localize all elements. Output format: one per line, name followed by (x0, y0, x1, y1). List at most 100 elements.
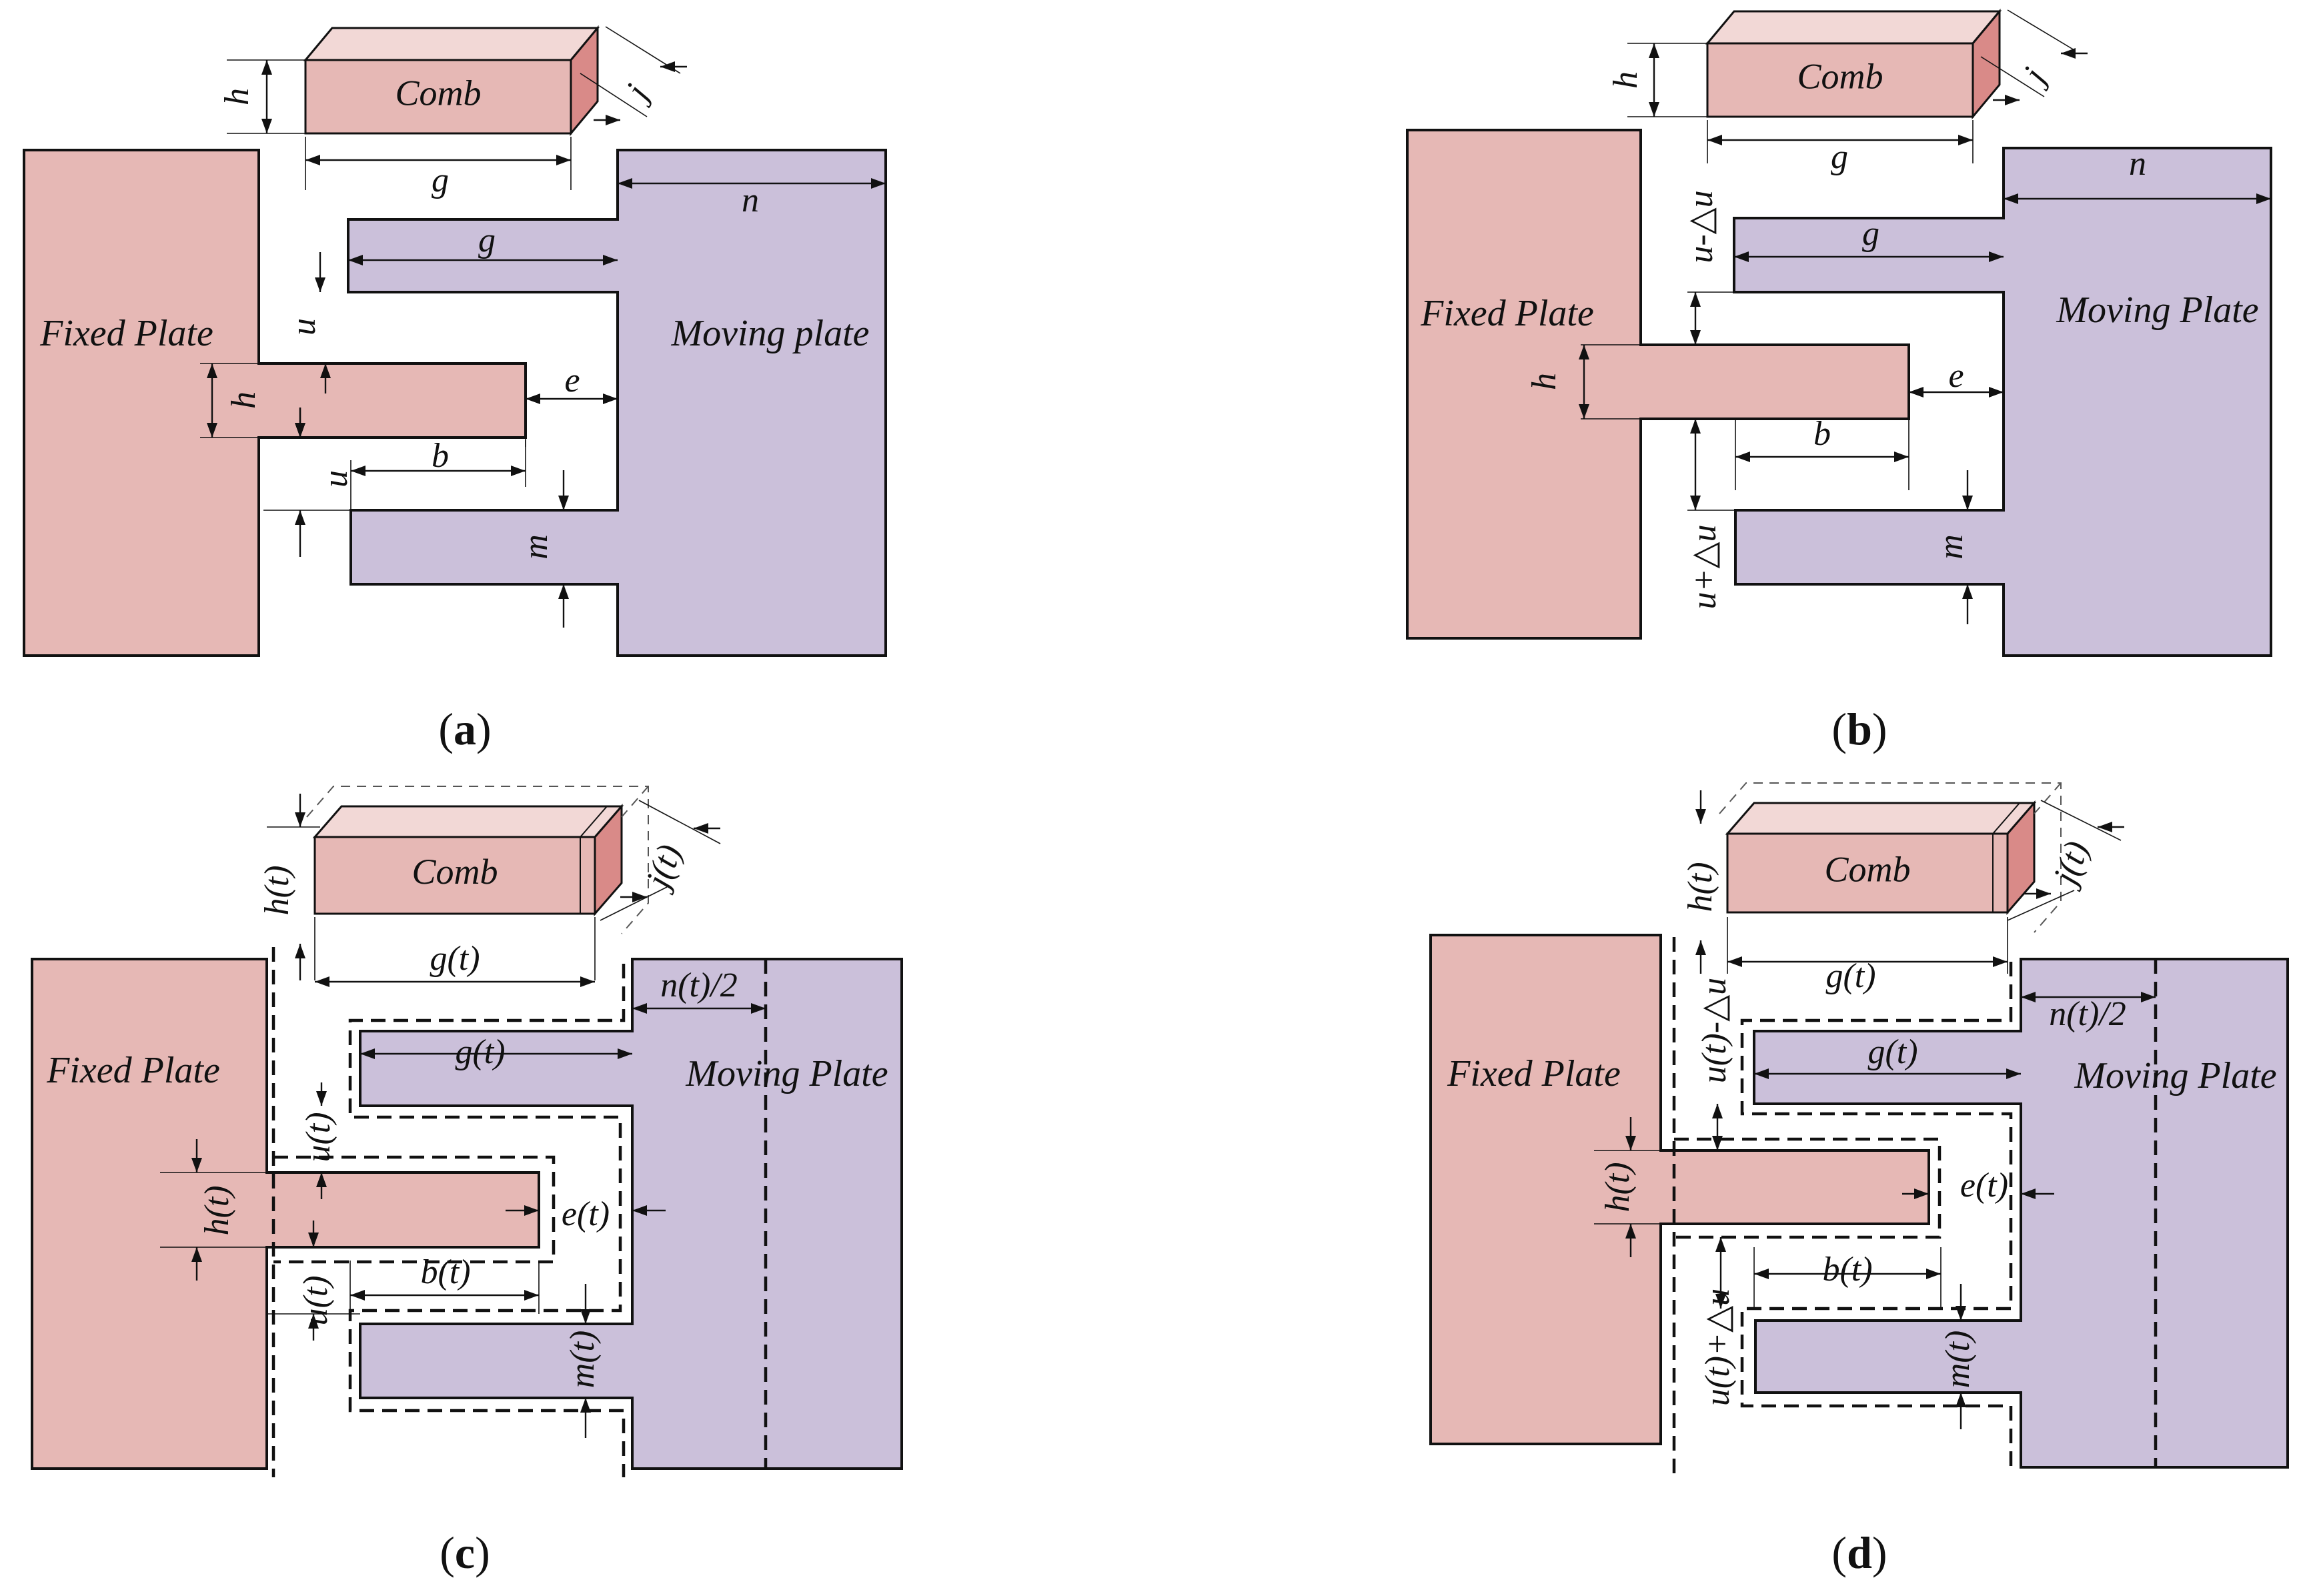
arrowhead (315, 976, 329, 987)
dim-h-label: h(t) (198, 1185, 236, 1235)
arrowhead (526, 393, 540, 404)
arrowhead (1962, 584, 1973, 599)
moving-plate-label: Moving Plate (2056, 289, 2258, 331)
arrowhead (1735, 452, 1750, 462)
arrowhead (1894, 452, 1909, 462)
dim-h-comb-label: h(t) (1681, 862, 1719, 912)
arrowhead (694, 823, 708, 834)
arrowhead (558, 496, 569, 510)
arrowhead (1707, 135, 1722, 145)
arrowhead (2256, 193, 2271, 204)
dim-g-label: g(t) (455, 1033, 505, 1071)
arrowhead (2098, 822, 2112, 832)
arrowhead (207, 363, 217, 378)
arrowhead (295, 510, 305, 525)
comb-top-face (312, 805, 624, 838)
ext (600, 886, 668, 921)
arrowhead (1727, 956, 1742, 967)
arrowhead (1625, 1136, 1636, 1150)
moving-plate-label: Moving Plate (2074, 1055, 2276, 1096)
arrowhead (1690, 330, 1701, 345)
ext (638, 800, 721, 844)
arrowhead (660, 61, 675, 72)
arrowhead (207, 423, 217, 438)
arrowhead (871, 178, 886, 189)
comb-inner-top-edge (1992, 802, 2020, 834)
arrowhead (1649, 43, 1659, 58)
comb-label: Comb (412, 852, 498, 892)
comb-inner-top-edge (580, 806, 608, 838)
arrowhead (295, 423, 305, 438)
arrowhead (1712, 1104, 1723, 1118)
ext (580, 73, 648, 117)
arrowhead (360, 1048, 375, 1059)
comb-front-face (304, 59, 572, 135)
arrowhead (2005, 95, 2020, 105)
comb-front-face (313, 836, 596, 915)
arrowhead (1579, 345, 1589, 359)
comb-expanded-edge (621, 786, 649, 818)
comb-label: Comb (1797, 56, 1883, 96)
dim-h-comb-label: h (1607, 71, 1645, 89)
panel-caption: (a) (438, 704, 491, 754)
arrowhead (351, 466, 365, 476)
dim-g-label: g(t) (1867, 1033, 1917, 1071)
dim-e-label: e (564, 361, 580, 400)
dim-b-label: b (1813, 415, 1831, 453)
arrowhead (2021, 1188, 2036, 1199)
arrowhead (348, 255, 363, 265)
arrowhead (1989, 251, 2004, 262)
dim-e-label: e(t) (562, 1195, 610, 1233)
dim-b-label: b (432, 437, 449, 475)
dim-b-label: b(t) (420, 1253, 470, 1291)
moving-plate-label: Moving Plate (685, 1053, 888, 1094)
arrowhead (580, 1309, 591, 1324)
caption-letter: d (1847, 1527, 1872, 1578)
arrowhead (2021, 992, 2036, 1002)
arrowhead (320, 363, 331, 378)
arrowhead (1695, 809, 1706, 824)
dim-e-label: e(t) (1960, 1166, 2008, 1205)
caption-letter: b (1847, 704, 1872, 754)
arrowhead (618, 178, 632, 189)
arrowhead (603, 393, 618, 404)
arrowhead (295, 944, 305, 958)
arrowhead (606, 115, 620, 125)
arrowhead (261, 60, 272, 75)
dim-n-label: n(t)/2 (2049, 995, 2126, 1033)
comb-front-face (1706, 42, 1974, 118)
dim-j-label: j(t) (2045, 836, 2096, 893)
arrowhead (2141, 992, 2156, 1002)
arrowhead (1754, 1068, 1769, 1079)
arrowhead (316, 1091, 327, 1106)
arrowhead (1914, 1188, 1929, 1199)
arrowhead (1993, 956, 2008, 967)
arrowhead (308, 1314, 319, 1329)
arrowhead (1649, 102, 1659, 117)
moving-plate-label: Moving plate (670, 313, 869, 354)
dim-g-comb-label: g (1831, 138, 1848, 176)
dim-g-comb-label: g(t) (430, 940, 480, 978)
arrowhead (191, 1158, 202, 1172)
comb-label: Comb (1824, 849, 1910, 889)
arrowhead (1715, 1237, 1726, 1252)
arrowhead (308, 1233, 319, 1247)
arrowhead (295, 812, 305, 827)
comb-front-face (1726, 832, 2009, 914)
arrowhead (1625, 1224, 1636, 1239)
dim-h-label: h (225, 391, 263, 409)
fixed-tooth-expansion (273, 1155, 556, 1264)
panel-caption: (c) (440, 1527, 490, 1578)
arrowhead (558, 584, 569, 599)
arrowhead (632, 1205, 647, 1216)
arrowhead (1956, 1393, 1966, 1407)
dim-m-label: m (517, 534, 555, 560)
arrowhead (316, 1172, 327, 1187)
dim-m-label: m(t) (564, 1331, 602, 1389)
arrowhead (305, 155, 320, 165)
dim-n-label: n(t)/2 (660, 966, 738, 1004)
